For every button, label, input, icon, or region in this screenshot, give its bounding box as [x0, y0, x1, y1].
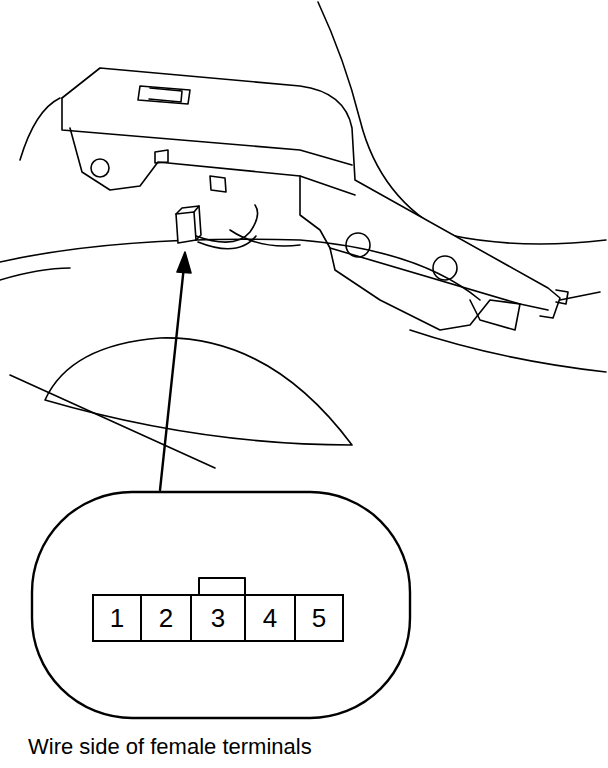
terminal-cavity: 4 [244, 594, 296, 642]
pin-number: 1 [110, 605, 124, 631]
terminal-cavity: 2 [140, 594, 192, 642]
pin-number: 4 [263, 605, 277, 631]
pin-number: 5 [312, 605, 326, 631]
caption: Wire side of female terminals [28, 734, 312, 760]
terminal-cavity: 5 [294, 594, 344, 642]
terminal-cavity: 3 [190, 594, 246, 642]
pin-number: 2 [159, 605, 173, 631]
pin-number: 3 [211, 605, 225, 631]
terminal-cavity: 1 [92, 594, 142, 642]
